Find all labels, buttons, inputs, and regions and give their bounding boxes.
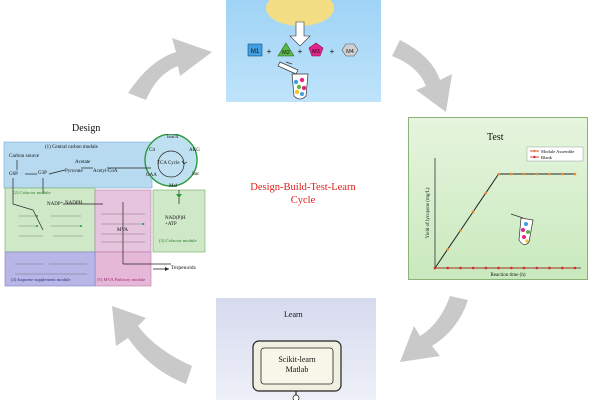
nad-atp-label: NAD(P)H +ATP <box>165 216 186 227</box>
pyruvate-label: Pyruvate <box>65 169 83 174</box>
suc-label: Suc <box>192 172 200 177</box>
series-0-point <box>548 172 551 176</box>
tca-label: TCA Cycle <box>157 161 180 166</box>
module-m3-icon <box>308 42 324 57</box>
series-0-point <box>497 172 500 176</box>
tube-icon <box>291 73 309 100</box>
mal-label: Mal <box>169 184 178 189</box>
arrow-test-to-learn <box>400 296 468 362</box>
series-1-point <box>510 266 513 270</box>
power-button-icon <box>292 394 300 400</box>
cycle-title-line2: Cycle <box>290 195 316 206</box>
chart-legend: Module Assemble Blank <box>526 146 584 162</box>
mva-module-label: (5) MVA Pathway module <box>97 277 146 282</box>
series-1-point <box>433 266 437 270</box>
pipette-icon <box>277 61 299 75</box>
isoprene-module-box <box>4 251 96 287</box>
svg-text:+: + <box>267 47 272 56</box>
series-1-point <box>484 266 488 270</box>
series-0-point <box>446 247 449 251</box>
g3p-label: G3P <box>38 171 47 176</box>
design-label: Design <box>72 123 101 134</box>
tca-cycle-circle <box>144 134 198 187</box>
screen-icon <box>260 347 334 385</box>
module-m2-label: M2 <box>282 50 290 56</box>
test-panel: Test Module Assemble Blank Reaction time… <box>408 117 588 280</box>
series-1-point <box>561 266 564 270</box>
akg-label: AKG <box>189 148 200 153</box>
series-0-point <box>573 172 577 176</box>
lycopene-chart: Module Assemble Blank Reaction time (h) … <box>426 146 584 278</box>
terpenoids-label: Terpenoids <box>171 265 196 271</box>
legend-blank: Blank <box>541 155 553 160</box>
nadph-label: NADPH <box>65 201 83 206</box>
pathway-diagram <box>3 134 206 287</box>
g6p-label: G6P <box>9 172 18 177</box>
series-0-point <box>484 191 488 195</box>
module-m1-icon <box>247 43 263 57</box>
arrow-build-to-test <box>392 40 452 112</box>
learn-panel: Learn Scikit-learn Matlab <box>216 298 376 400</box>
cofactor-module3-label: (3) Cofactor module <box>159 238 197 243</box>
cofactor-module-label: (2) Cofactor module <box>13 190 51 195</box>
acetyl-coa-label: Acetyl-CoA <box>93 169 118 174</box>
series-1-point <box>522 266 526 270</box>
series-0-point <box>522 172 526 176</box>
sample-tube-icon <box>510 213 534 245</box>
arrow-learn-to-design <box>112 306 192 384</box>
series-line-0 <box>434 173 575 269</box>
x-axis-label: Reaction time (h) <box>491 273 526 278</box>
module-m2-icon <box>277 42 295 57</box>
series-0-point <box>471 210 475 213</box>
central-carbon-module-box <box>3 141 153 189</box>
design-panel: Carbon source (1) Central carbon module … <box>3 134 208 289</box>
down-arrow-icon <box>289 21 311 47</box>
tool-scikit-learn: Scikit-learn <box>278 355 316 364</box>
tool-matlab: Matlab <box>285 365 309 374</box>
cofactor-module-box <box>4 187 96 253</box>
acetate-label: Acetate <box>75 160 91 165</box>
learn-tools: Scikit-learn Matlab <box>261 355 333 375</box>
cit-label: Cit <box>149 148 156 153</box>
legend-module-assemble: Module Assemble <box>541 149 574 154</box>
isoprene-module-label: (4) Isoprene supplement module <box>11 277 71 282</box>
test-label: Test <box>487 132 504 143</box>
module-m1-label: M1 <box>251 49 260 55</box>
arrow-design-to-build <box>128 38 212 100</box>
learn-label: Learn <box>284 310 303 319</box>
series-0-point <box>459 229 462 232</box>
cycle-title-line1: Design-Build-Test-Learn <box>250 182 356 193</box>
series-0-point <box>561 172 564 176</box>
build-panel: M1 + M2 + M3 + M4 <box>226 0 381 102</box>
build-illustration: M1 + M2 + M3 + M4 <box>247 0 359 100</box>
y-axis-label: Yield of lycopene (mg/L) <box>426 187 431 238</box>
series-1-point <box>459 266 462 270</box>
module-m4-label: M4 <box>346 49 354 55</box>
svg-text:+: + <box>298 47 303 56</box>
series-1-point <box>446 266 449 270</box>
series-1-point <box>548 266 551 270</box>
svg-text:+: + <box>330 47 335 56</box>
series-1-point <box>471 266 475 270</box>
computer-illustration <box>252 340 342 400</box>
mva-label: MVA <box>117 228 129 233</box>
central-module-label: (1) Central carbon module <box>45 145 98 150</box>
series-1-point <box>535 266 539 270</box>
series-0-point <box>535 172 539 176</box>
series-0-point <box>510 172 513 176</box>
cycle-title: Design-Build-Test-Learn Cycle <box>228 181 378 207</box>
series-1-point <box>573 266 577 270</box>
cell-blob-icon <box>266 0 334 26</box>
oaa-label: OAA <box>146 173 157 178</box>
module-m3-label: M3 <box>312 49 320 55</box>
isocit-label: Isocit <box>167 135 179 140</box>
nadp-label: NADP⁺ <box>47 202 64 207</box>
module-m4-icon <box>341 43 359 57</box>
series-1-point <box>497 266 500 270</box>
carbon-source-label: Carbon source <box>9 153 40 159</box>
